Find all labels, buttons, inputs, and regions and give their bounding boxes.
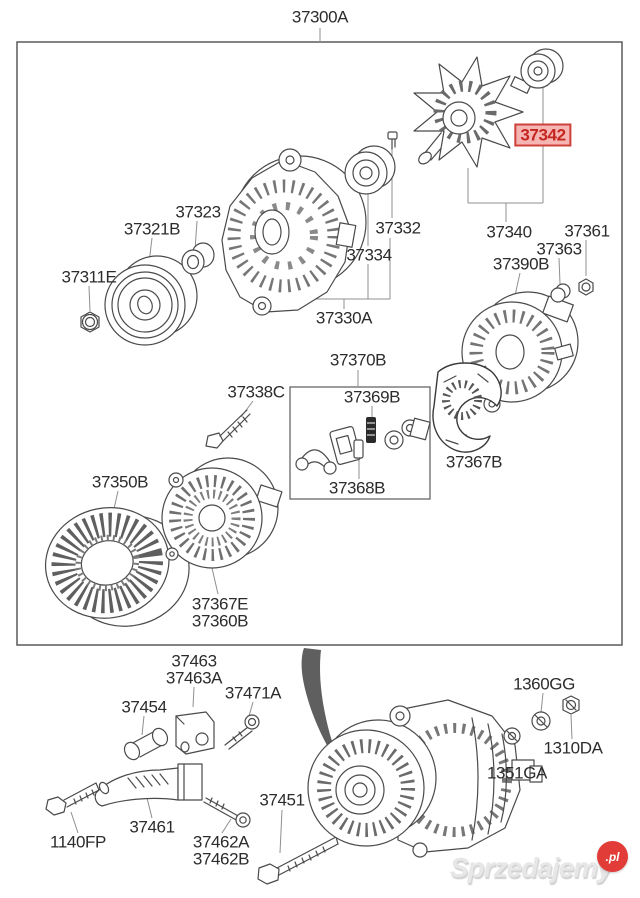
- part-nut-37361: [578, 278, 594, 296]
- part-rotor-37340: [413, 56, 532, 168]
- part-brush-holder-set-37370B: [295, 417, 431, 475]
- part-rear-housing-37360B: [161, 457, 283, 569]
- part-label-37363: 37363: [536, 239, 582, 259]
- part-label-37454: 37454: [121, 697, 167, 717]
- part-stator-37350B: [44, 506, 190, 627]
- part-cap-37363: [550, 283, 571, 303]
- part-bolt-37471A: [224, 714, 260, 750]
- part-label-37361: 37361: [564, 221, 610, 241]
- part-bolt-37462A: [203, 797, 251, 828]
- part-bolt-1140FP: [45, 782, 100, 816]
- part-bolt-37451: [257, 836, 339, 885]
- part-label-1310DA: 1310DA: [543, 738, 603, 758]
- watermark-pl-badge-icon: .pl: [597, 841, 628, 872]
- part-rectifier-37367B: [432, 362, 502, 453]
- part-spacer-37323: [181, 242, 215, 275]
- part-label-37340: 37340: [486, 222, 532, 242]
- part-label-37463: 37463: [171, 651, 217, 671]
- part-washer-1351GA: [503, 727, 521, 745]
- part-label-37390B: 37390B: [492, 254, 550, 274]
- part-label-37462A: 37462A: [192, 832, 250, 852]
- section-swoosh: [301, 648, 334, 747]
- part-label-1360GG: 1360GG: [513, 674, 575, 694]
- watermark: Sprzedajemy .pl: [450, 841, 628, 892]
- part-label-37350B: 37350B: [91, 472, 149, 492]
- part-front-bracket-37330A: [221, 148, 367, 316]
- part-label-37332: 37332: [375, 218, 421, 238]
- part-label-37300A: 37300A: [291, 7, 349, 27]
- detail-box-37370B: [289, 386, 431, 500]
- part-label-37370B: 37370B: [329, 350, 387, 370]
- part-label-37367E: 37367E: [191, 594, 249, 614]
- part-brush-guide-37368B: [353, 439, 364, 459]
- part-rear-bracket-37390B: [461, 291, 579, 413]
- part-label-37369B: 37369B: [343, 387, 401, 407]
- part-washer-1360GG: [531, 711, 551, 731]
- part-nut-1310DA: [562, 695, 580, 715]
- part-block-37463: [175, 711, 215, 755]
- part-spacer-37454: [123, 727, 169, 761]
- watermark-brand-text: Sprzedajemy: [450, 852, 613, 883]
- part-label-37360B: 37360B: [191, 611, 249, 631]
- part-label-1140FP: 1140FP: [50, 832, 106, 852]
- part-label-37334: 37334: [346, 245, 392, 265]
- part-bracket-37461: [94, 763, 203, 807]
- part-label-1351GA: 1351GA: [487, 763, 547, 783]
- part-label-37462B: 37462B: [192, 849, 250, 869]
- part-alternator-assembly: [307, 699, 543, 858]
- part-label-37451: 37451: [259, 790, 305, 810]
- part-label-37368B: 37368B: [328, 478, 386, 498]
- part-bearing-37334: [344, 145, 396, 195]
- part-screw-37332: [387, 131, 398, 150]
- part-pulley-37321B: [104, 255, 198, 346]
- part-label-37367B: 37367B: [445, 452, 503, 472]
- part-label-37321B: 37321B: [123, 219, 181, 239]
- part-label-37330A: 37330A: [315, 308, 373, 328]
- part-label-37461: 37461: [129, 817, 175, 837]
- part-label-37342: 37342: [514, 123, 572, 147]
- part-label-37463A: 37463A: [165, 668, 223, 688]
- part-label-37311E: 37311E: [61, 267, 117, 287]
- part-pulley-nut-37311E: [80, 311, 100, 333]
- part-label-37338C: 37338C: [227, 382, 285, 402]
- watermark-tld-text: .pl: [605, 849, 620, 864]
- part-bolt-37338C: [205, 409, 251, 449]
- part-brush-37369B: [366, 417, 376, 443]
- part-label-37323: 37323: [175, 202, 221, 222]
- part-bearing-37342: [520, 48, 564, 89]
- part-label-37471A: 37471A: [224, 683, 282, 703]
